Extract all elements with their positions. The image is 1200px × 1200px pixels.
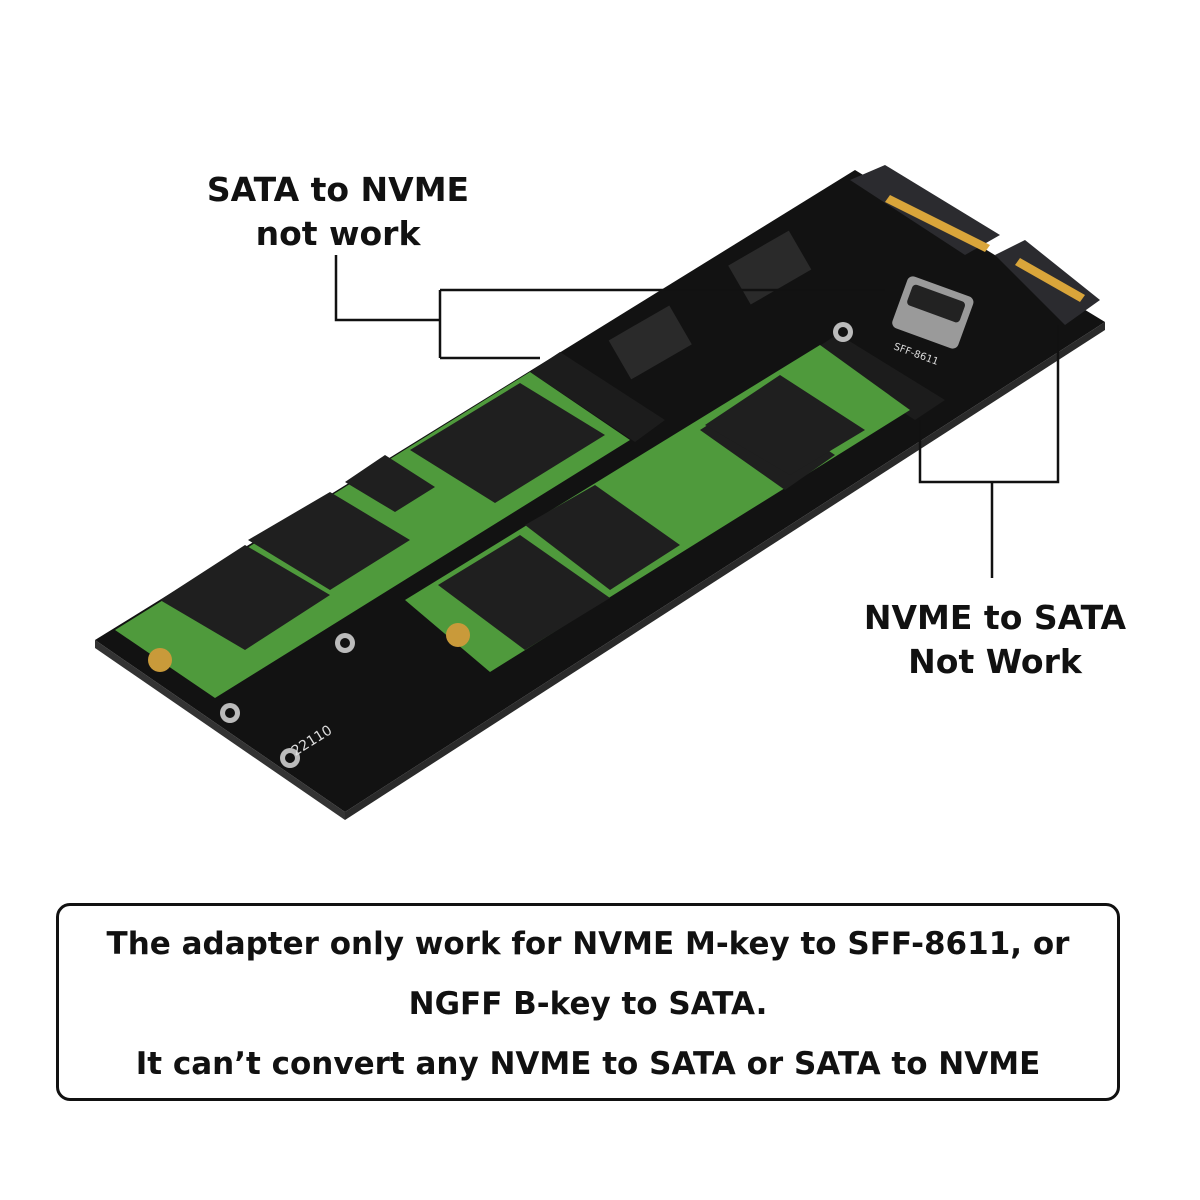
callout-nvme-to-sata: NVME to SATA Not Work <box>825 596 1165 684</box>
callout-lines <box>334 255 1060 578</box>
callout-line: NVME to SATA <box>863 598 1127 637</box>
notice-box: The adapter only work for NVME M-key to … <box>56 903 1120 1101</box>
controller-chip <box>705 375 865 475</box>
standoff-screw <box>446 623 470 647</box>
controller-chip <box>410 383 605 503</box>
regulator-chip <box>728 230 812 305</box>
flash-chip <box>438 535 610 650</box>
flash-chip <box>248 492 410 590</box>
pcb-edge <box>95 640 345 820</box>
notice-line: It can’t convert any NVME to SATA or SAT… <box>135 1046 1041 1082</box>
callout-line: SATA to NVME <box>206 170 470 209</box>
callout-line: Not Work <box>908 642 1082 681</box>
notice-line: The adapter only work for NVME M-key to … <box>106 926 1070 962</box>
standoff-screw <box>148 648 172 672</box>
notice-line: NGFF B-key to SATA. <box>408 986 768 1022</box>
callout-line: not work <box>255 214 421 253</box>
flash-chip <box>525 485 680 590</box>
flash-chip <box>160 545 330 650</box>
regulator-chip <box>608 305 692 380</box>
m2-socket-right <box>810 334 945 420</box>
callout-sata-to-nvme: SATA to NVME not work <box>168 168 508 256</box>
m2-socket-left <box>530 352 665 442</box>
flash-chip <box>345 455 435 512</box>
